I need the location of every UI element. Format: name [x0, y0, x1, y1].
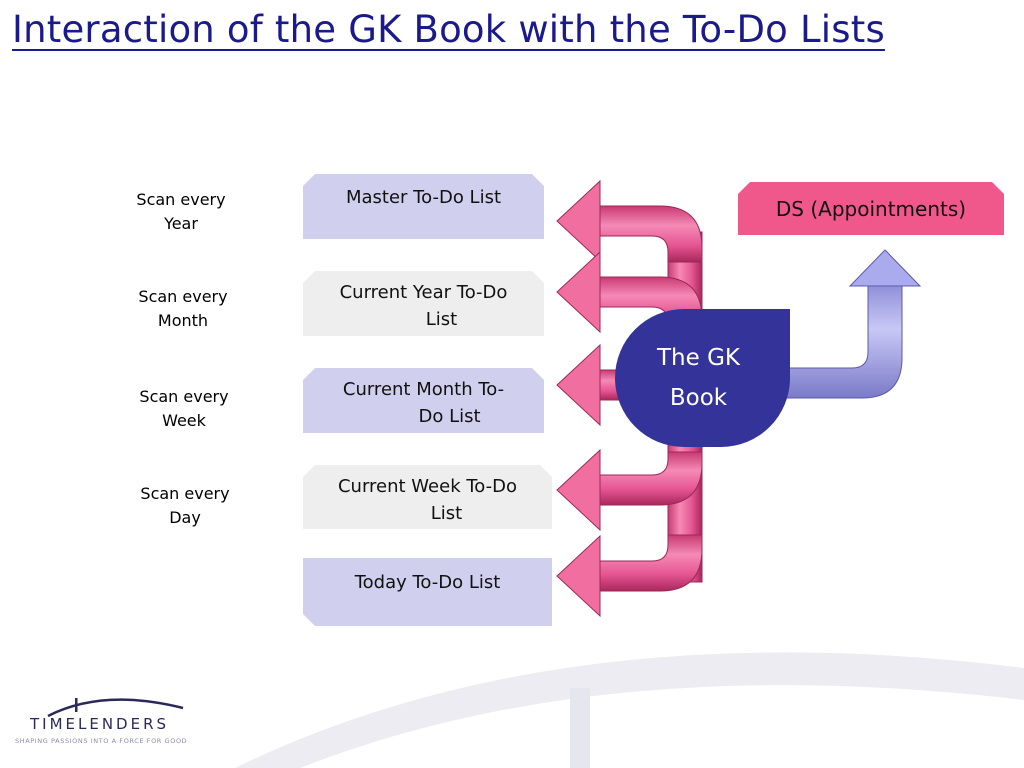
gk-book-node: The GK Book	[615, 309, 790, 447]
logo-name: TIMELENDERS	[30, 715, 170, 733]
ds-box-shape	[738, 182, 1004, 235]
todo-list-label: Master To-Do List	[345, 187, 502, 208]
todo-box-week-shape	[303, 465, 552, 529]
pink-arrow-week	[556, 448, 703, 532]
todo-box-master-shape	[303, 174, 544, 239]
pink-arrow-master	[556, 179, 703, 263]
gk-book-label: The GK	[657, 345, 740, 371]
scan-label-week: Scan every Week	[124, 385, 244, 433]
gk-book-label: Book	[669, 385, 728, 411]
todo-list-master: Master To-Do List	[303, 174, 544, 239]
pink-arrow-today	[556, 534, 703, 618]
scan-label-line: Year	[164, 214, 198, 233]
ds-appointments-box: DS (Appointments)	[738, 182, 1004, 235]
ds-label: DS (Appointments)	[775, 196, 967, 221]
scan-label-line: Scan every	[139, 387, 229, 406]
scan-label-day: Scan every Day	[125, 482, 245, 530]
scan-label-line: Day	[169, 508, 201, 527]
scan-label-line: Month	[157, 311, 209, 330]
scan-label-line: Week	[162, 411, 206, 430]
scan-label-line: Scan every	[136, 190, 226, 209]
todo-list-label: Current Week To-Do	[337, 476, 517, 497]
todo-list-today: Today To-Do List	[303, 558, 552, 626]
todo-list-label: List	[425, 309, 458, 330]
logo-tagline: SHAPING PASSIONS INTO A FORCE FOR GOOD	[15, 737, 188, 745]
todo-list-label: List	[430, 503, 463, 524]
todo-list-label: Today To-Do List	[354, 572, 501, 593]
page-title: Interaction of the GK Book with the To-D…	[12, 8, 885, 51]
scan-label-line: Scan every	[138, 287, 228, 306]
todo-list-label: Current Year To-Do	[339, 282, 508, 303]
lavender-arrow-to-ds	[785, 249, 922, 399]
scan-label-month: Scan every Month	[123, 285, 243, 333]
todo-list-label: Current Month To-	[342, 379, 505, 400]
logo-arc-icon	[47, 698, 184, 718]
scan-label-line: Scan every	[140, 484, 230, 503]
todo-box-year-shape	[303, 271, 544, 336]
todo-list-label: Do List	[418, 406, 481, 427]
todo-box-month-shape	[303, 368, 544, 433]
scan-label-year: Scan every Year	[121, 188, 241, 236]
todo-box-today-shape	[303, 558, 552, 626]
todo-list-current-month: Current Month To- Do List	[303, 368, 544, 433]
timelenders-logo: TIMELENDERS SHAPING PASSIONS INTO A FORC…	[8, 688, 248, 758]
